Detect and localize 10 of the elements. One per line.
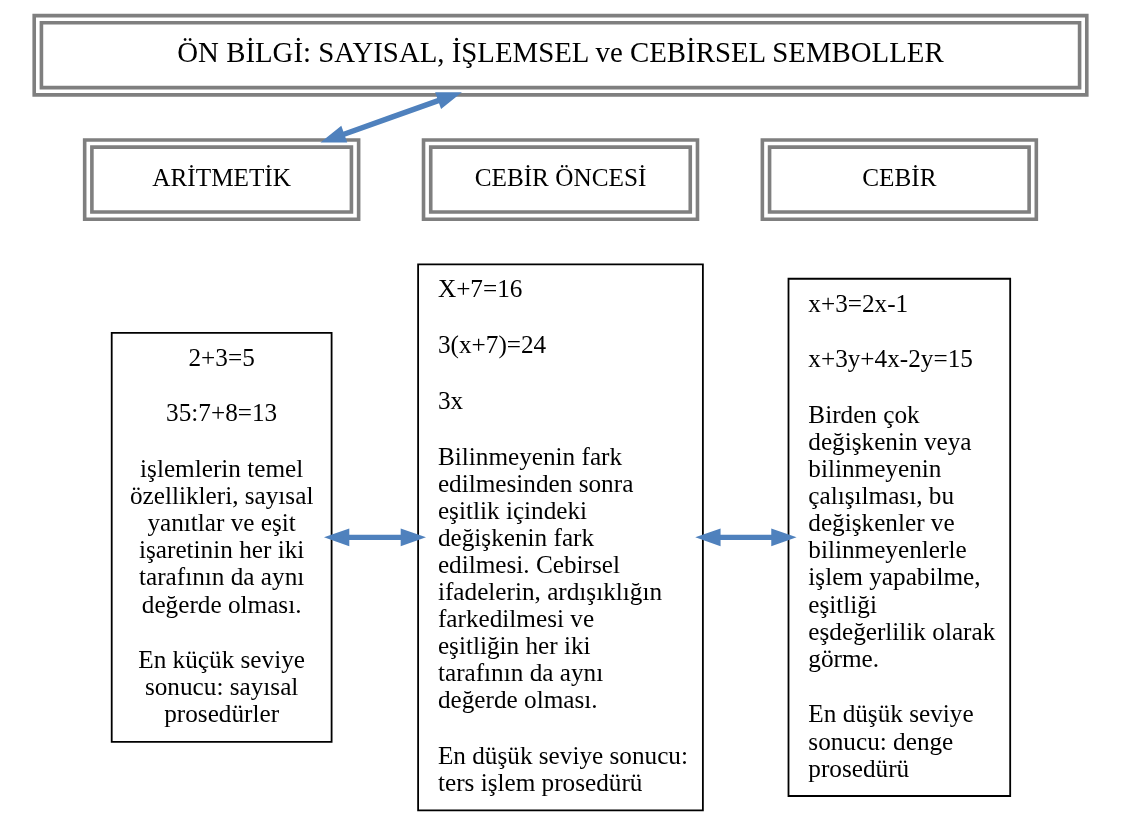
arrow [324,528,426,547]
node-box: x+3=2x-1 x+3y+4x-2y=15 Birden çok değişkenin veya bilinmeyenin çalışılması, bu değişkenler ve bilinmeyenlerle işlem yapabilme, eşitliği eşdeğerlilik olarak görme. En düşük seviye sonucu: denge prosedürü [787,277,1012,797]
arrow [320,92,462,143]
node-box: CEBİR ÖNCESİ [421,138,700,222]
node-box: X+7=16 3(x+7)=24 3x Bilinmeyenin fark edilmesinden sonra eşitlik içindeki değişkenin fark edilmesi. Cebirsel ifadelerin, ardışıklığın farkedilmesi ve eşitliğin her iki tarafının da aynı değerde olması. En düşük seviye sonucu: ters işlem prosedürü [417,263,704,812]
node-box: ÖN BİLGİ: SAYISAL, İŞLEMSEL ve CEBİRSEL SEMBOLLER [32,13,1089,97]
node-box: 2+3=5 35:7+8=13 işlemlerin temel özellikleri, sayısal yanıtlar ve eşit işaretinin her iki tarafının da aynı değerde olması. En küçük seviye sonucu: sayısal prosedürler [110,331,333,743]
node-box: ARİTMETİK [82,138,361,222]
node-box: CEBİR [760,138,1039,222]
arrow [695,528,797,547]
